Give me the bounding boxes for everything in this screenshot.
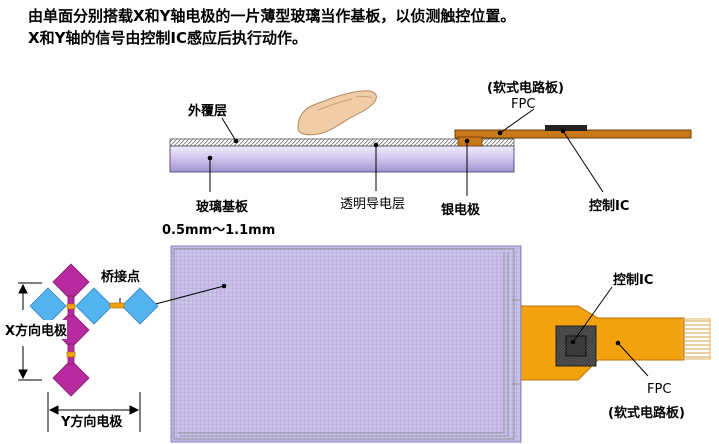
label-fpc-cn-bottom: (软式电路板) <box>608 406 685 421</box>
electrode-pattern <box>18 263 159 432</box>
label-fpc-bottom: FPC <box>647 382 672 397</box>
label-silver-electrode: 银电极 <box>441 203 481 218</box>
pv-fpc <box>511 305 685 381</box>
label-x-electrode: X方向电极 <box>5 320 68 339</box>
label-fpc-cn-top: (软式电路板) <box>487 81 564 96</box>
y-electrodes <box>29 287 159 325</box>
label-conductive-layer: 透明导电层 <box>340 197 406 212</box>
bridge-points <box>66 303 76 358</box>
label-thickness: 0.5mm～1.1mm <box>162 223 276 238</box>
intro-line-2: X和Y轴的信号由控制IC感应后执行动作。 <box>28 29 308 47</box>
pv-fpc-traces <box>682 320 710 358</box>
label-fpc-top: FPC <box>511 97 536 112</box>
plan-view <box>119 245 711 443</box>
cs-fpc-strip <box>454 129 692 139</box>
label-control-ic-bottom: 控制IC <box>613 273 654 288</box>
intro-line-1: 由单面分别搭载X和Y轴电极的一片薄型玻璃当作基板，以侦测触控位置。 <box>28 7 516 25</box>
label-cover-layer: 外覆层 <box>188 104 228 119</box>
y-dimension <box>47 392 141 432</box>
label-control-ic-top: 控制IC <box>589 199 630 214</box>
cs-control-ic <box>545 125 587 131</box>
pv-border-traces <box>173 248 520 440</box>
label-y-electrode: Y方向电极 <box>61 415 123 430</box>
cross-section <box>169 90 692 196</box>
pv-glass-panel <box>170 245 522 443</box>
cs-silver-electrode <box>457 136 483 147</box>
label-bridge-point: 桥接点 <box>101 270 141 285</box>
cs-cover-layer <box>169 138 515 147</box>
x-dimension <box>18 282 42 381</box>
cs-glass-substrate <box>169 145 515 173</box>
finger-icon <box>297 90 377 136</box>
label-glass-substrate: 玻璃基板 <box>196 200 249 215</box>
